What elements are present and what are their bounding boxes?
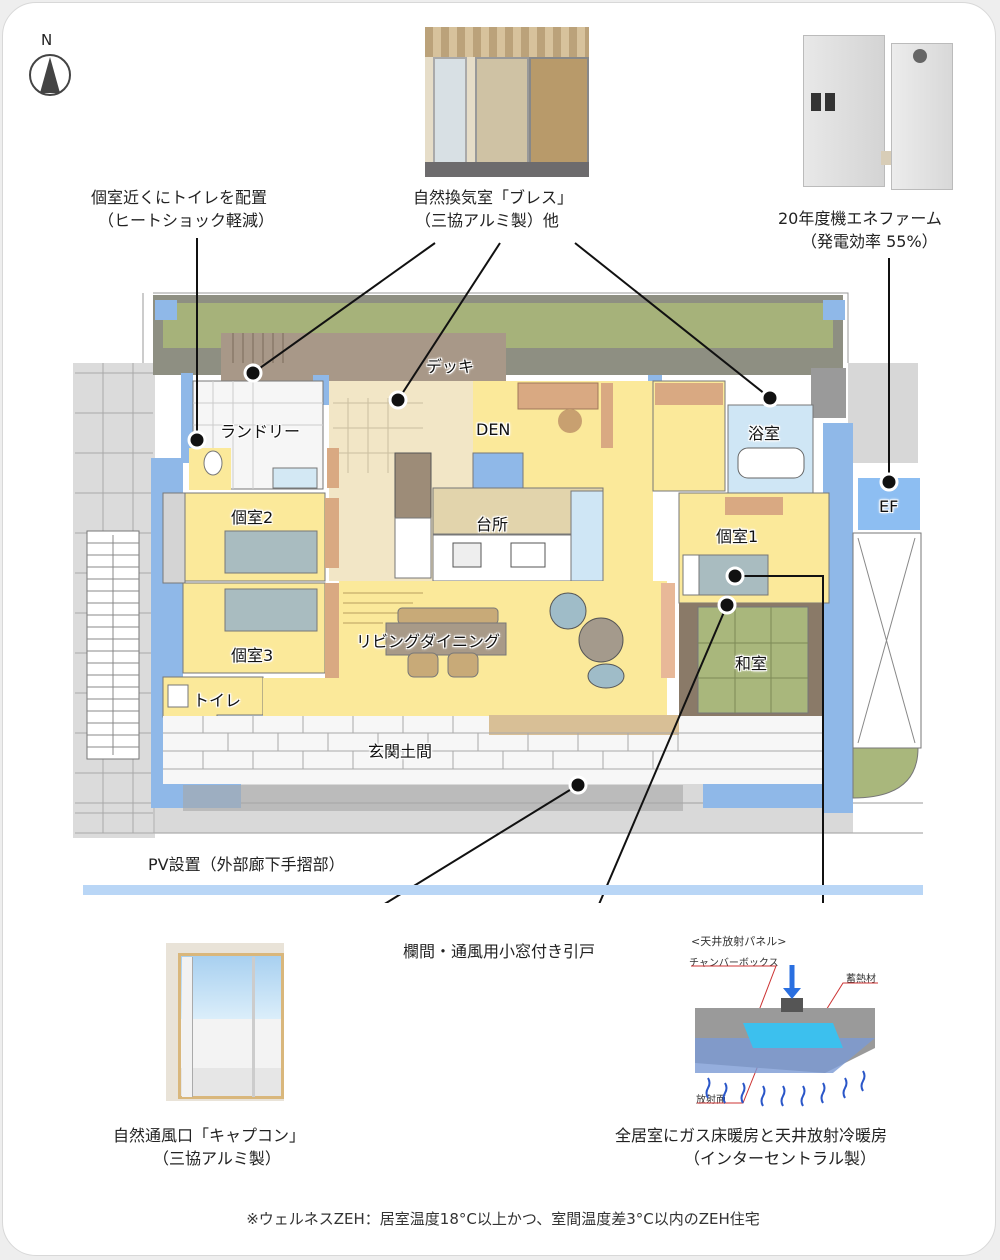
- panel-chamber-box-label: チャンバーボックス: [689, 958, 779, 969]
- room-label-toilet: トイレ: [193, 691, 242, 710]
- capcon-photo: [166, 943, 284, 1101]
- north-arrow-icon: [29, 54, 71, 96]
- room-label-japanese-room: 和室: [735, 654, 768, 673]
- floor-plan-drawing: [73, 238, 923, 903]
- toilet-callout-line2: （ヒートショック軽減）: [98, 211, 275, 230]
- room-label-bath: 浴室: [748, 424, 781, 443]
- capcon-callout-line2: （三協アルミ製）: [153, 1149, 281, 1168]
- panel-diagram-title: <天井放射パネル>: [691, 935, 787, 948]
- pv-bar: [83, 885, 923, 895]
- pv-callout: PV設置（外部廊下手摺部）: [148, 855, 345, 874]
- enefarm-callout-line2: （発電効率 55%）: [801, 232, 938, 251]
- transom-door-callout: 欄間・通風用小窓付き引戸: [403, 942, 596, 961]
- heating-callout-line1: 全居室にガス床暖房と天井放射冷暖房: [615, 1126, 888, 1145]
- breath-callout-line2: （三協アルミ製）他: [415, 211, 559, 230]
- room-label-den: DEN: [476, 420, 511, 439]
- room-label-deck: デッキ: [426, 357, 475, 376]
- breath-callout-line1: 自然換気室「ブレス」: [413, 188, 574, 207]
- room-label-ef: EF: [879, 497, 899, 516]
- room-label-living-dining: リビングダイニング: [356, 632, 501, 651]
- room-label-room1: 個室1: [716, 527, 759, 546]
- panel-radiant-surface-label: 放射面: [696, 1095, 726, 1106]
- enefarm-photo: [803, 31, 963, 191]
- capcon-callout-line1: 自然通風口「キャプコン」: [113, 1126, 306, 1145]
- room-label-laundry: ランドリー: [220, 422, 301, 441]
- panel-heat-storage-label: 蓄熱材: [846, 974, 876, 985]
- breath-vent-photo: [425, 27, 589, 177]
- room-label-kitchen: 台所: [476, 515, 509, 534]
- room-label-room2: 個室2: [231, 508, 274, 527]
- room-label-entrance: 玄関土間: [368, 742, 433, 761]
- toilet-callout-line1: 個室近くにトイレを配置: [91, 188, 268, 207]
- room-label-room3: 個室3: [231, 646, 274, 665]
- heating-callout-line2: （インターセントラル製）: [684, 1149, 877, 1168]
- enefarm-callout-line1: 20年度機エネファーム: [778, 209, 942, 228]
- footnote: ※ウェルネスZEH：居室温度18°C以上かつ、室間温度差3°C以内のZEH住宅: [246, 1210, 760, 1228]
- north-label: N: [41, 31, 53, 49]
